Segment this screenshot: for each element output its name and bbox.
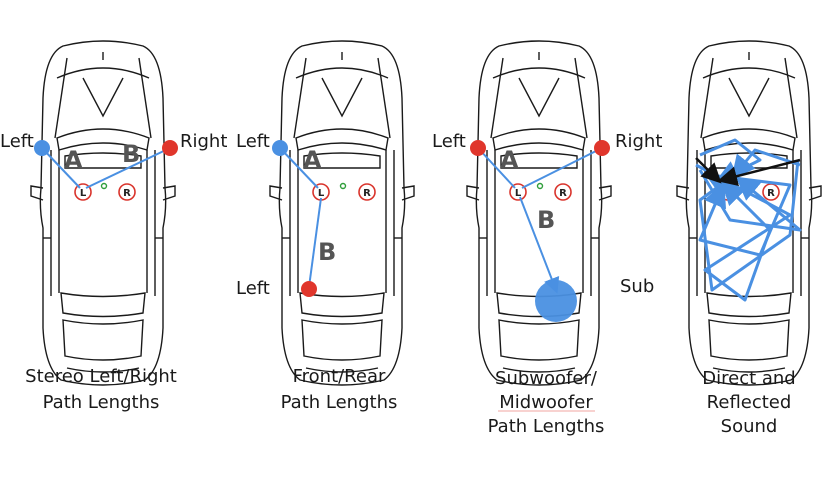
speaker-label-front-left: Left — [236, 131, 270, 152]
panel-reflected: L R Direct and Reflected Sound — [676, 40, 822, 437]
seat-left: L — [509, 183, 527, 201]
seat-label-left: L — [515, 188, 522, 199]
mic-dot — [100, 182, 108, 190]
speaker-right — [162, 140, 178, 156]
seat-right: R — [118, 183, 136, 201]
caption-line-2: Path Lengths — [281, 392, 398, 413]
path-label-a: A — [500, 146, 519, 174]
speaker-label-right: Right — [180, 131, 227, 152]
direct-arrow-right — [717, 158, 801, 186]
panel-front-rear: L R Left Left A B Front/Rear Path Length… — [236, 40, 415, 413]
seat-label-right: R — [363, 188, 371, 199]
speaker-left — [34, 140, 50, 156]
seat-label-left: L — [80, 188, 87, 199]
caption-line-2: Path Lengths — [43, 392, 160, 413]
car-outline — [30, 40, 176, 386]
seat-label-left: L — [318, 188, 325, 199]
seat-label-right: R — [559, 188, 567, 199]
path-b-right — [521, 147, 603, 189]
path-a — [41, 147, 81, 189]
path-label-a: A — [64, 146, 83, 174]
speaker-rear-left — [301, 281, 317, 297]
path-b — [85, 147, 171, 189]
speaker-label-rear-left: Left — [236, 278, 270, 299]
path-label-b: B — [537, 206, 555, 234]
seat-right: R — [762, 183, 780, 201]
path-label-b: B — [122, 140, 140, 168]
speaker-front-left — [272, 140, 288, 156]
caption-line-1: Subwoofer/ — [495, 368, 598, 389]
path-label-b: B — [318, 238, 336, 266]
mic-dot — [536, 182, 544, 190]
caption-line-3: Path Lengths — [488, 416, 605, 437]
path-sub — [519, 196, 560, 294]
caption-line-3: Sound — [721, 416, 778, 437]
path-b — [308, 197, 322, 288]
caption-line-1: Stereo Left/Right — [25, 366, 177, 387]
seat-right: R — [358, 183, 376, 201]
path-a — [279, 147, 319, 189]
path-a — [477, 147, 516, 189]
caption-line-1: Direct and — [702, 368, 795, 389]
path-label-a: A — [303, 146, 322, 174]
mic-dot — [339, 182, 347, 190]
caption-line-2: Midwoofer — [499, 392, 593, 413]
subwoofer — [535, 280, 577, 322]
panel-stereo: L R Left Right A B Stereo Left/Right Pat… — [0, 40, 227, 413]
speaker-label-left: Left — [0, 131, 34, 152]
speaker-label-left: Left — [432, 131, 466, 152]
caption-line-1: Front/Rear — [293, 366, 386, 387]
car-outline — [269, 40, 415, 386]
speaker-right — [594, 140, 610, 156]
car-outline — [676, 40, 822, 386]
speaker-label-right: Right — [615, 131, 662, 152]
reflected-paths — [695, 138, 802, 302]
seat-label-right: R — [767, 188, 775, 199]
seat-label-right: R — [123, 188, 131, 199]
direct-arrow-left — [695, 157, 722, 184]
speaker-left — [470, 140, 486, 156]
seat-right: R — [554, 183, 572, 201]
panel-subwoofer: L R Left Right Sub A B Subwoofer/ Midwoo… — [432, 40, 662, 437]
seat-left: L — [74, 183, 92, 201]
speaker-label-sub: Sub — [620, 276, 654, 297]
caption-line-2: Reflected — [707, 392, 792, 413]
